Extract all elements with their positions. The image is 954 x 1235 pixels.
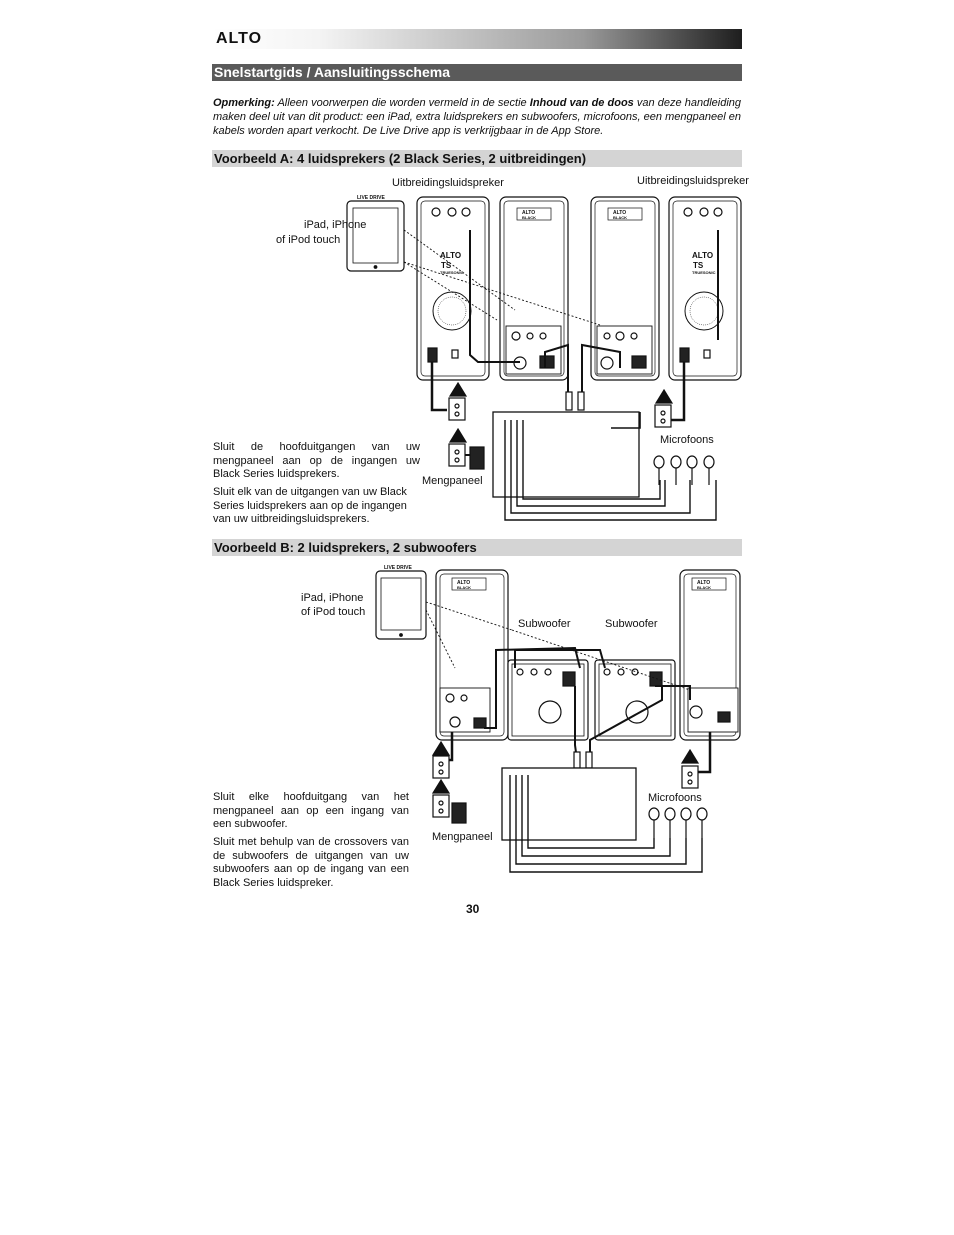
black-brand-b2: ALTO: [697, 580, 710, 586]
live-drive-label-a: LIVE DRIVE: [357, 195, 385, 201]
speaker-brand-a1: ALTO: [440, 251, 461, 260]
note-label: Opmerking:: [213, 97, 275, 109]
mixer-b: [501, 767, 637, 841]
black-speaker-right-a: [590, 196, 660, 381]
label-microphones-b: Microfoons: [648, 792, 702, 804]
label-microphones-a: Microfoons: [660, 434, 714, 446]
power-outlet-b2: [432, 794, 450, 818]
expansion-speaker-left-a: [416, 196, 490, 381]
subwoofer-left-b: [507, 659, 589, 741]
black-series-a2: BLACK: [522, 215, 536, 220]
label-mixer-b: Mengpaneel: [432, 831, 493, 843]
speaker-series-a4: TRUESONIC: [692, 270, 716, 275]
page-number: 30: [466, 902, 480, 916]
black-series-b1: BLACK: [457, 585, 471, 590]
label-ipad-b-2: of iPod touch: [301, 606, 366, 618]
subwoofer-right-b: [594, 659, 676, 741]
header-bar: [212, 29, 742, 49]
black-speaker-left-a: [499, 196, 569, 381]
example-a-title: Voorbeeld A: 4 luidsprekers (2 Black Ser…: [212, 150, 742, 167]
black-speaker-right-b: [679, 569, 741, 741]
label-ipad-a-2: of iPod touch: [276, 234, 341, 246]
black-series-b2: BLACK: [697, 585, 711, 590]
label-subwoofer-left-b: Subwoofer: [518, 618, 571, 630]
power-outlet-a1: [448, 397, 466, 421]
ipad-device-b: [375, 570, 427, 640]
paragraph-b1: Sluit elke hoofduitgang van het mengpane…: [213, 791, 409, 830]
mixer-a: [492, 411, 640, 498]
power-outlet-a3: [654, 404, 672, 428]
speaker-model-a1: TS: [441, 261, 452, 270]
black-series-a3: BLACK: [613, 215, 627, 220]
paragraph-a1: Sluit de hoofduitgangen van uw mengpanee…: [213, 441, 420, 480]
label-expansion-right-a: Uitbreidingsluidspreker: [637, 175, 749, 187]
power-outlet-b3: [681, 765, 699, 789]
ipad-device-a: [346, 200, 405, 272]
speaker-series-a1: TRUESONIC: [440, 270, 464, 275]
paragraph-b2: Sluit met behulp van de crossovers van d…: [213, 836, 409, 889]
label-expansion-left-a: Uitbreidingsluidspreker: [392, 177, 504, 189]
black-brand-a2: ALTO: [522, 210, 535, 216]
paragraph-a2: Sluit elk van de uitgangen van uw Black …: [213, 486, 407, 525]
logo-text: ALTO: [216, 30, 263, 47]
speaker-model-a4: TS: [693, 261, 704, 270]
alto-logo: ALTO: [216, 31, 262, 47]
expansion-speaker-right-a: [668, 196, 742, 381]
label-ipad-a-1: iPad, iPhone: [304, 219, 367, 231]
note-paragraph: Opmerking: Alleen voorwerpen die worden …: [213, 96, 741, 138]
live-drive-label-b: LIVE DRIVE: [384, 565, 412, 571]
section-title: Snelstartgids / Aansluitingsschema: [212, 64, 742, 81]
speaker-brand-a4: ALTO: [692, 251, 713, 260]
label-subwoofer-right-b: Subwoofer: [605, 618, 658, 630]
black-speaker-left-b: [435, 569, 509, 741]
black-brand-b1: ALTO: [457, 580, 470, 586]
label-ipad-b-1: iPad, iPhone: [301, 592, 364, 604]
note-bold: Inhoud van de doos: [529, 97, 634, 109]
example-b-title: Voorbeeld B: 2 luidsprekers, 2 subwoofer…: [212, 539, 742, 556]
power-outlet-a2: [448, 443, 466, 467]
label-mixer-a: Mengpaneel: [422, 475, 483, 487]
black-brand-a3: ALTO: [613, 210, 626, 216]
note-text-after: van deze handleiding maken deel uit van …: [213, 97, 741, 137]
power-outlet-b1: [432, 755, 450, 779]
note-text-before: Alleen voorwerpen die worden vermeld in …: [277, 97, 527, 109]
